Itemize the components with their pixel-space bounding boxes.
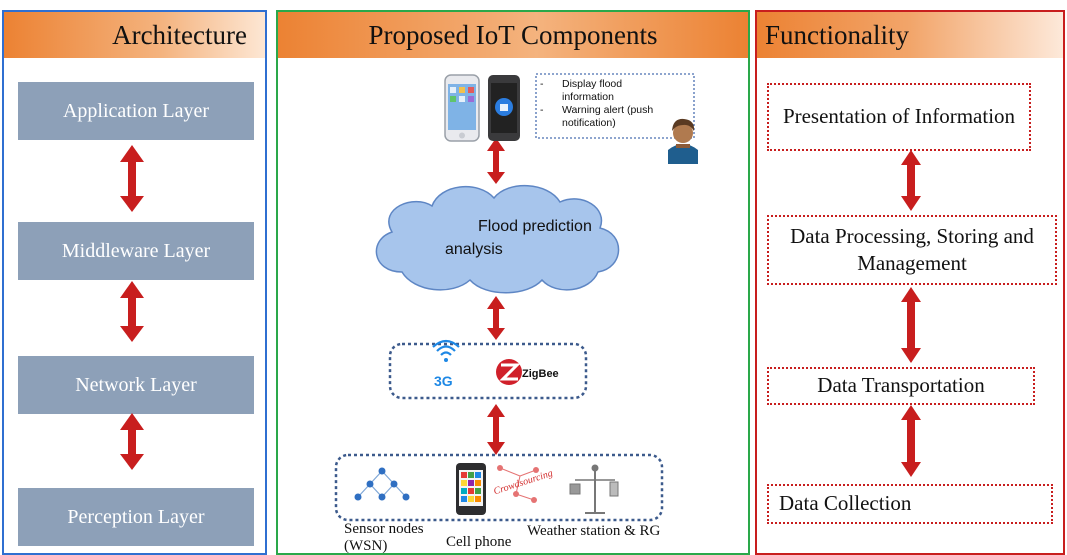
- iot-title: Proposed IoT Components: [278, 12, 748, 58]
- perception-layer: Perception Layer: [18, 488, 254, 546]
- iphone-icon: [444, 74, 480, 142]
- devices-box: [334, 453, 664, 522]
- weather-station-icon: [569, 464, 619, 514]
- cell-phone-label: Cell phone: [446, 534, 512, 550]
- network-layer: Network Layer: [18, 356, 254, 414]
- zigbee-icon: [496, 359, 522, 385]
- cloud-text-line-2: analysis: [445, 241, 503, 258]
- sensor-nodes-label: Sensor nodes(WSN): [344, 521, 424, 554]
- person-icon: [668, 118, 698, 164]
- note-1-line-2: information: [562, 91, 614, 103]
- note-1-line-1: Display flood: [562, 78, 622, 90]
- functionality-title: Functionality: [757, 12, 1063, 58]
- function-presentation: Presentation of Information: [767, 83, 1031, 151]
- wifi-icon: [432, 339, 460, 362]
- network-box: [388, 342, 588, 400]
- crowdsourcing-network-icon: [497, 465, 539, 503]
- cellphone-app-icon: [456, 463, 486, 515]
- weather-station-label: Weather station & RG: [527, 523, 661, 539]
- arch-arrow-1: [120, 145, 144, 212]
- architecture-panel: Architecture Application Layer Middlewar…: [2, 10, 267, 555]
- notification-note-box: [535, 73, 695, 139]
- crowdsourcing-label: Crowdsourcing: [492, 468, 554, 497]
- architecture-title: Architecture: [4, 12, 265, 58]
- cloud-text-line-1: Flood prediction: [478, 218, 592, 235]
- iot-arrow-1: [487, 138, 505, 184]
- cloud-shape: [375, 185, 620, 294]
- cloud-text-line: Flood prediction analysis: [445, 218, 596, 258]
- android-phone-icon: [488, 75, 520, 141]
- note-2-line-1: Warning alert (push: [562, 104, 653, 116]
- function-data-processing: Data Processing, Storing and Management: [767, 215, 1057, 285]
- sensor-network-icon: [354, 467, 410, 501]
- zigbee-label: ZigBee: [522, 368, 559, 380]
- middleware-layer: Middleware Layer: [18, 222, 254, 280]
- function-data-transportation: Data Transportation: [767, 367, 1035, 405]
- arch-arrow-2: [120, 281, 144, 342]
- func-arrow-2: [901, 287, 921, 363]
- func-arrow-1: [901, 150, 921, 211]
- application-layer: Application Layer: [18, 82, 254, 140]
- iot-arrow-2: [487, 296, 505, 340]
- arch-arrow-3: [120, 413, 144, 470]
- note-text: -Display flood information -Warning aler…: [540, 78, 656, 129]
- func-arrow-3: [901, 405, 921, 477]
- 3g-label: 3G: [434, 373, 453, 389]
- note-2-line-2: notification): [562, 117, 616, 129]
- iot-arrow-3: [487, 404, 505, 455]
- function-data-collection: Data Collection: [767, 484, 1053, 524]
